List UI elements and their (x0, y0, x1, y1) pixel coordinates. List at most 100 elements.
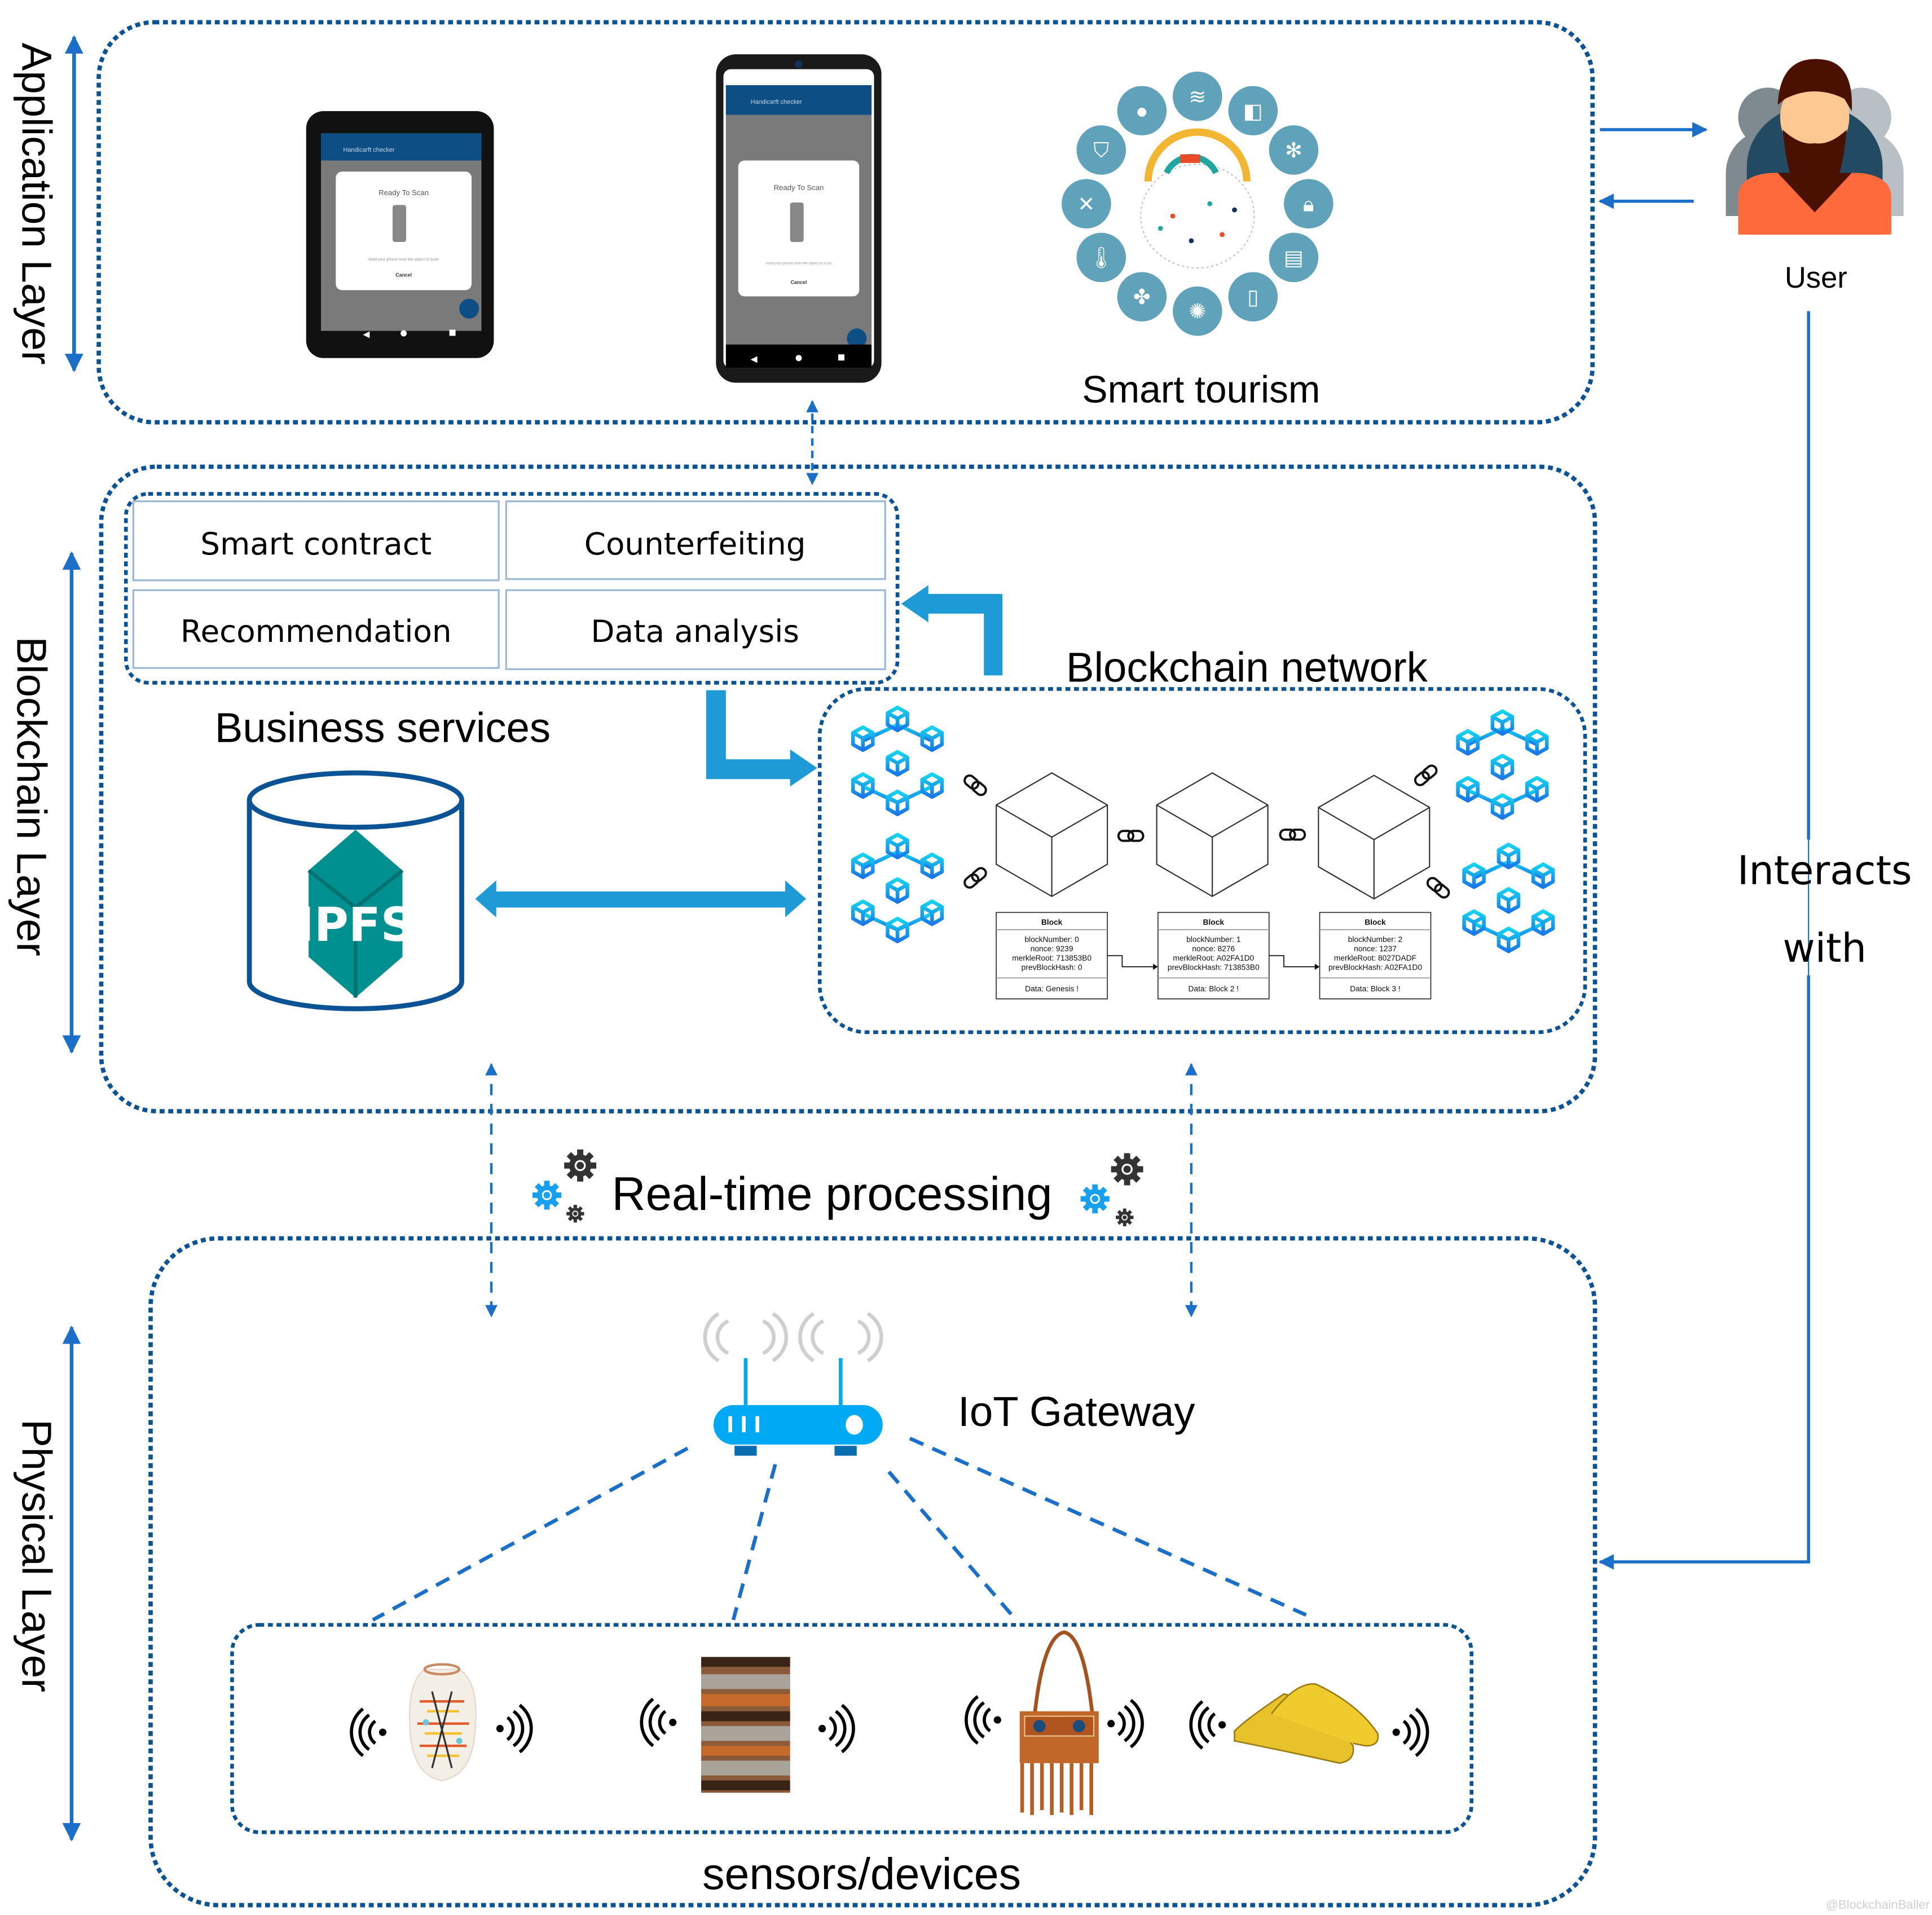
phone-cancel-button[interactable]: Cancel (791, 279, 807, 285)
shield-icon: ⛉ (1076, 125, 1126, 175)
application-layer-indicator: Application Layer (13, 35, 83, 372)
block-field-prevBlockHash: prevBlockHash: 713853B0 (1168, 963, 1260, 971)
block-field-data: Data: Block 3 ! (1350, 985, 1401, 993)
service-cell-counterfeiting[interactable] (505, 500, 886, 580)
block-field-header: Block (1365, 918, 1386, 926)
sensor-device-slippers (1191, 1683, 1427, 1764)
home-nav-icon[interactable] (795, 355, 802, 362)
physical-layer-box (148, 1236, 1597, 1908)
service-cell-recommendation[interactable] (132, 589, 500, 669)
block-field-merkleRoot: merkleRoot: 8027DADF (1334, 954, 1416, 962)
service-label: Data analysis (591, 613, 799, 649)
sensors-devices-label: sensors/devices (702, 1849, 1021, 1899)
rf-signal-icon (1107, 1700, 1142, 1747)
node-cluster-icon (853, 835, 942, 941)
phone-fab-button[interactable] (847, 328, 867, 349)
node-cluster-icon (1458, 711, 1547, 818)
home-nav-icon[interactable] (401, 330, 407, 337)
rf-signal-icon (966, 1697, 1001, 1744)
user-to-physical-connector (1598, 311, 1810, 1570)
ipfs-storage: IPFS (247, 770, 464, 1011)
interacts-with-label-line2: with (1783, 925, 1867, 971)
smart-tourism-illustration: ≋◧✻🔒︎▤▯✺✤🌡︎✕⛉● (1062, 71, 1334, 336)
iot-gateway-label: IoT Gateway (958, 1388, 1195, 1435)
node-cluster-icon (1464, 844, 1553, 951)
watermark: @BlockchainBaller (1826, 1898, 1930, 1912)
back-nav-icon[interactable]: ◀ (363, 330, 369, 340)
rf-signal-icon (641, 1699, 676, 1746)
block-field-merkleRoot: merkleRoot: A02FA1D0 (1173, 954, 1254, 962)
chain-link-icon (1412, 762, 1440, 789)
wifi-icon: ≋ (1173, 71, 1222, 121)
svg-text:✺: ✺ (1189, 300, 1206, 323)
block-link-arrow (1269, 955, 1319, 967)
water-drop-icon: ● (1117, 86, 1167, 136)
block-field-prevBlockHash: prevBlockHash: A02FA1D0 (1328, 963, 1422, 971)
service-label: Counterfeiting (584, 526, 806, 562)
chain-link-icon (961, 772, 989, 798)
rf-signal-icon (1191, 1701, 1226, 1748)
gear-icon (564, 1149, 597, 1182)
light-bulb-icon: ✺ (1173, 286, 1222, 336)
gear-icon (1080, 1184, 1110, 1214)
block-field-prevBlockHash: prevBlockHash: 0 (1022, 963, 1082, 971)
block-link-arrow (1107, 955, 1157, 967)
svg-text:●: ● (1136, 99, 1148, 122)
back-nav-icon[interactable]: ◀ (751, 354, 758, 364)
ipfs-network-arrow (475, 880, 807, 918)
phone-dialog-hint: Hold your phone near the object to scan (766, 261, 831, 265)
sensor-device-pottery (351, 1663, 531, 1781)
gear-icon (1116, 1208, 1134, 1226)
node-cluster-icon (853, 707, 942, 814)
tablet-dialog-hint: Hold your phone near the object to scan (369, 258, 439, 262)
door-icon: ▯ (1228, 272, 1278, 322)
tourism-network-center (1140, 128, 1255, 268)
block-field-blockNumber: blockNumber: 1 (1186, 935, 1240, 944)
chain-link-icon (961, 865, 989, 891)
svg-text:◧: ◧ (1243, 99, 1263, 122)
fan-icon: ✤ (1117, 272, 1167, 322)
rf-signal-icon (351, 1709, 386, 1755)
sensor-device-bag (966, 1630, 1142, 1815)
lock-icon: 🔒︎ (1284, 179, 1334, 228)
block-field-merkleRoot: merkleRoot: 713853B0 (1012, 954, 1092, 962)
services-to-network-arrow (706, 690, 817, 787)
service-label: Recommendation (181, 613, 452, 649)
application-layer-label: Application Layer (13, 43, 60, 365)
svg-text:▤: ▤ (1284, 246, 1304, 270)
block-field-nonce: nonce: 8276 (1192, 945, 1235, 953)
chain-link-icon (1424, 875, 1452, 901)
tablet-cancel-button[interactable]: Cancel (395, 272, 412, 278)
phone-app-title: Handicarft checker (751, 99, 803, 105)
tablet-device: Handicarft checker Ready To Scan Hold yo… (306, 111, 494, 358)
svg-text:≋: ≋ (1189, 85, 1206, 108)
user-avatar (1726, 59, 1904, 235)
iot-gateway-router-icon (703, 1312, 883, 1456)
interacts-with-label-line1: Interacts (1737, 847, 1912, 893)
sensors-box (230, 1623, 1473, 1834)
chain-link-icon (1279, 828, 1306, 841)
svg-text:🌡︎: 🌡︎ (1088, 246, 1115, 270)
tablet-fab-button[interactable] (459, 298, 479, 319)
blockchain-layer-box (99, 464, 1597, 1113)
phone-device: Handicarft checker Ready To Scan Hold yo… (716, 54, 882, 383)
gear-icon (566, 1205, 584, 1223)
service-cell-data-analysis[interactable] (505, 589, 886, 671)
gear-icon (532, 1181, 562, 1210)
service-cell-smart-contract[interactable] (132, 500, 500, 582)
recents-nav-icon[interactable] (449, 329, 456, 336)
recents-nav-icon[interactable] (838, 354, 844, 361)
application-layer-box (96, 20, 1595, 425)
real-time-processing-label: Real-time processing (612, 1168, 1053, 1220)
sensor-device-rug (641, 1657, 853, 1793)
gear-icon (1111, 1153, 1143, 1186)
business-services-grid: Smart contract Counterfeiting Recommenda… (132, 500, 886, 671)
tablet-app-title: Handicarft checker (343, 147, 395, 153)
phone-dialog-title: Ready To Scan (774, 183, 824, 192)
business-services-title: Business services (215, 705, 551, 751)
service-label: Smart contract (200, 526, 432, 562)
svg-text:✕: ✕ (1077, 192, 1095, 215)
